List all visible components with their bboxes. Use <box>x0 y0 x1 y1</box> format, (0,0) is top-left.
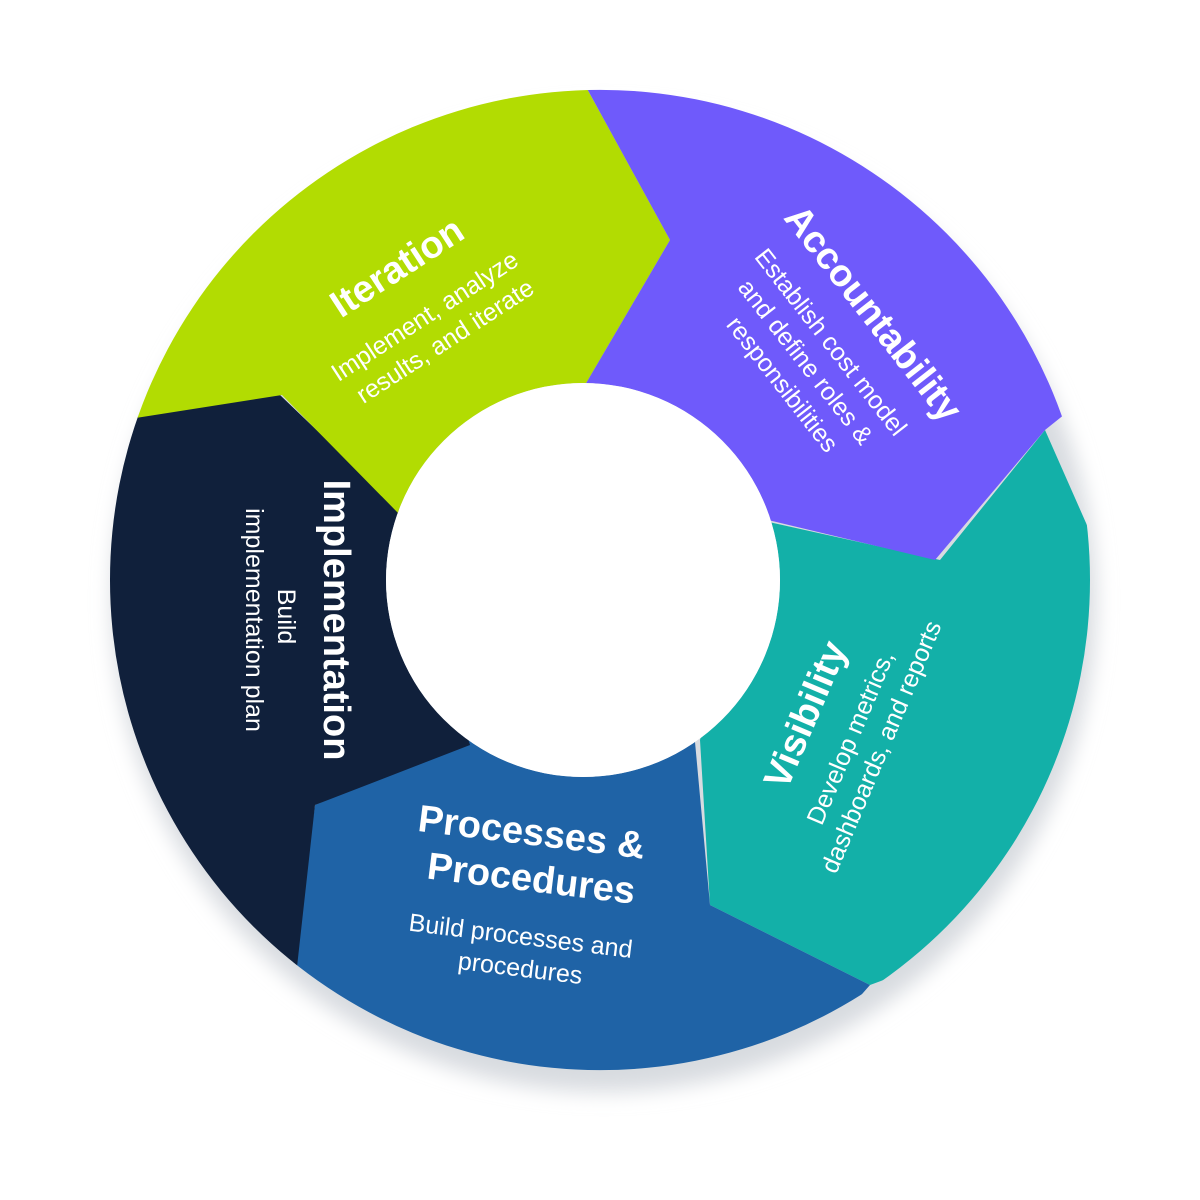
label-implementation: Implementation Build implementation plan <box>240 480 357 761</box>
svg-text:Build implementation p: Build implementation plan <box>240 508 300 732</box>
center-hole <box>386 383 780 777</box>
implementation-desc-line-2: implementation plan <box>240 508 268 732</box>
svg-text:Implementation: Implementation <box>315 480 357 761</box>
segment-implementation <box>109 395 470 985</box>
implementation-title: Implementation <box>315 480 357 761</box>
segment-processes <box>290 740 870 1071</box>
implementation-desc-line-1: Build <box>272 589 300 645</box>
